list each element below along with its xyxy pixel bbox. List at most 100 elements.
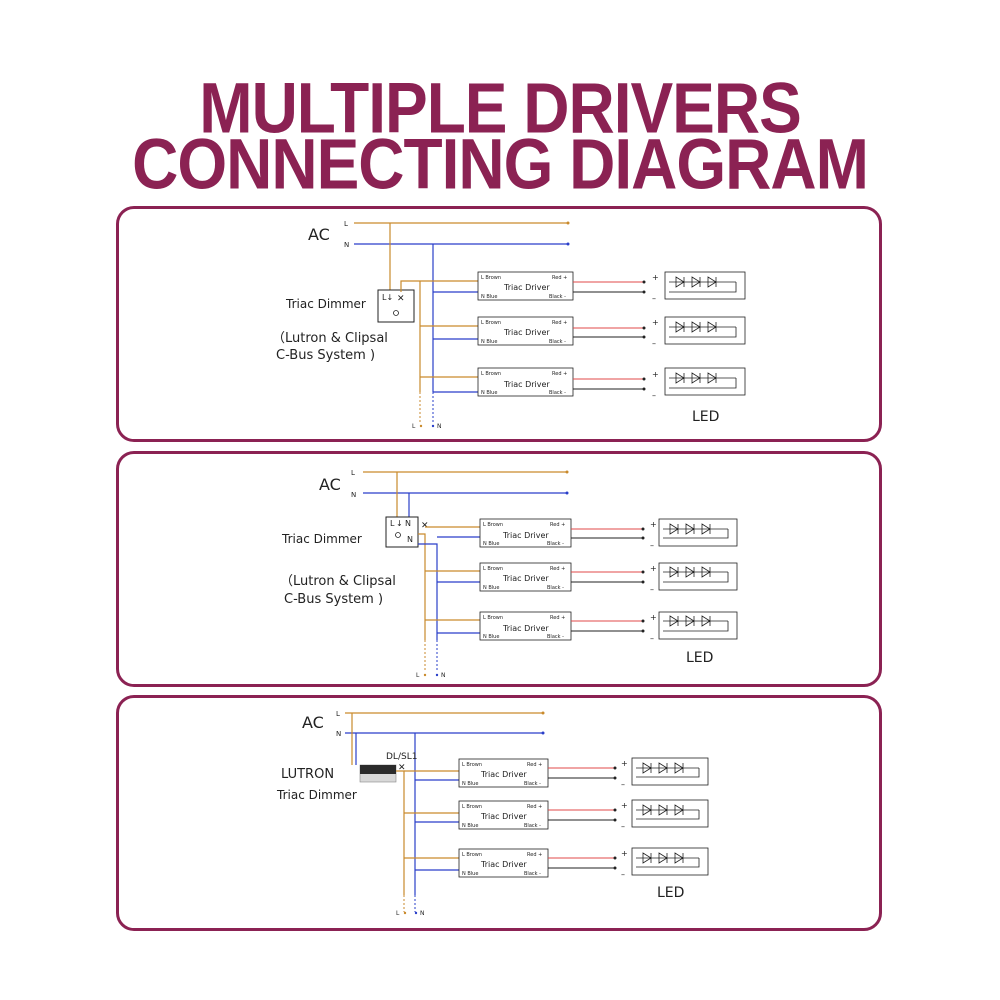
- svg-text:L↓: L↓: [382, 293, 393, 302]
- ac-label: AC: [302, 713, 324, 732]
- svg-text:Black -: Black -: [524, 871, 541, 877]
- driver-row: L Brown N Blue Triac Driver Red + Black …: [477, 316, 746, 348]
- svg-text:Red +: Red +: [550, 522, 565, 528]
- triac-driver-label: Triac Driver: [502, 574, 549, 583]
- triac-driver-box: [479, 518, 572, 548]
- svg-text:Black -: Black -: [549, 339, 566, 345]
- triac-driver-box: [477, 367, 574, 397]
- triac-driver-label: Triac Driver: [480, 770, 527, 779]
- triac-driver-box: [458, 800, 549, 830]
- svg-text:L Brown: L Brown: [481, 371, 501, 377]
- driver-row: L Brown N Blue Triac Driver Red + Black …: [477, 271, 746, 303]
- triac-driver-box: [479, 611, 572, 641]
- led-module: [658, 611, 738, 640]
- svg-text:N Blue: N Blue: [483, 634, 499, 640]
- n-terminal-label: N: [437, 423, 442, 430]
- driver-row: L Brown N Blue Triac Driver Red + Black …: [458, 799, 709, 831]
- title-line-2: CONNECTING DIAGRAM: [132, 123, 869, 205]
- led-module: [658, 518, 738, 547]
- triac-driver-label: Triac Driver: [502, 624, 549, 633]
- ac-label: AC: [319, 475, 341, 494]
- svg-text:N Blue: N Blue: [481, 339, 497, 345]
- l-terminal-label: L: [412, 423, 416, 430]
- svg-text:N Blue: N Blue: [481, 294, 497, 300]
- svg-text:+: +: [621, 801, 628, 810]
- svg-text:Red +: Red +: [527, 852, 542, 858]
- led-diode-icon: [642, 804, 684, 816]
- triac-driver-box: [477, 316, 574, 346]
- triac-driver-label: Triac Driver: [502, 531, 549, 540]
- dimmer-label: Triac Dimmer: [285, 297, 366, 311]
- svg-text:Black -: Black -: [524, 823, 541, 829]
- svg-text:N Blue: N Blue: [462, 823, 478, 829]
- svg-text:Red +: Red +: [552, 320, 567, 326]
- l-label: L: [351, 469, 355, 477]
- svg-text:Black -: Black -: [549, 390, 566, 396]
- svg-text:–: –: [650, 585, 654, 594]
- svg-text:Red +: Red +: [527, 804, 542, 810]
- svg-text:Black -: Black -: [549, 294, 566, 300]
- triac-driver-label: Triac Driver: [503, 328, 550, 337]
- svg-text:L Brown: L Brown: [481, 320, 501, 326]
- lutron-brand-label: LUTRON: [281, 767, 334, 782]
- svg-text:N Blue: N Blue: [462, 871, 478, 877]
- svg-text:L Brown: L Brown: [483, 615, 503, 621]
- n-label: N: [344, 241, 349, 249]
- led-diode-icon: [675, 276, 717, 288]
- svg-text:Red +: Red +: [550, 566, 565, 572]
- driver-row: L Brown N Blue Triac Driver Red + Black …: [479, 611, 738, 643]
- triac-driver-box: [477, 271, 574, 301]
- triac-driver-label: Triac Driver: [480, 860, 527, 869]
- device-label: DL/SL1: [386, 752, 417, 762]
- led-module: [664, 316, 746, 345]
- driver-row: L Brown N Blue Triac Driver Red + Black …: [458, 757, 709, 789]
- svg-text:–: –: [650, 634, 654, 643]
- led-diode-icon: [669, 523, 711, 535]
- svg-text:Black -: Black -: [547, 634, 564, 640]
- dimmer-box: [385, 516, 419, 548]
- svg-text:Red +: Red +: [552, 371, 567, 377]
- svg-text:L: L: [390, 519, 395, 528]
- dimmer-knob-icon: ✕: [398, 763, 406, 773]
- svg-text:–: –: [652, 391, 656, 400]
- svg-text:Black -: Black -: [547, 585, 564, 591]
- svg-text:–: –: [621, 870, 625, 879]
- svg-text:N Blue: N Blue: [483, 585, 499, 591]
- svg-text:L Brown: L Brown: [483, 522, 503, 528]
- svg-text:+: +: [621, 849, 628, 858]
- n-label: N: [336, 730, 341, 738]
- system-label-line2: C-Bus System ): [276, 348, 375, 363]
- svg-text:Red +: Red +: [527, 762, 542, 768]
- svg-text:–: –: [652, 339, 656, 348]
- svg-text:–: –: [621, 780, 625, 789]
- led-module: [658, 562, 738, 591]
- diagram-panel-1: AC L N L↓ ✕ Triac Dimmer （Lutron & Clips…: [116, 206, 882, 442]
- led-module: [664, 367, 746, 396]
- dimmer-label: Triac Dimmer: [281, 532, 362, 546]
- triac-driver-label: Triac Driver: [503, 283, 550, 292]
- svg-text:↓: ↓: [396, 519, 403, 528]
- svg-text:–: –: [621, 822, 625, 831]
- led-diode-icon: [642, 852, 684, 864]
- driver-row: L Brown N Blue Triac Driver Red + Black …: [479, 562, 738, 594]
- n-terminal-label: N: [420, 910, 425, 917]
- dimmer-label: Triac Dimmer: [276, 788, 357, 802]
- svg-text:+: +: [650, 520, 657, 529]
- svg-text:+: +: [650, 564, 657, 573]
- svg-text:Black -: Black -: [547, 541, 564, 547]
- system-label-line2: C-Bus System ): [284, 592, 383, 607]
- driver-row: L Brown N Blue Triac Driver Red + Black …: [458, 847, 709, 879]
- ac-label: AC: [308, 225, 330, 244]
- title-line-1: MULTIPLE DRIVERS: [199, 67, 802, 149]
- triac-driver-box: [458, 848, 549, 878]
- svg-text:L Brown: L Brown: [462, 762, 482, 768]
- svg-text:N: N: [405, 519, 411, 528]
- led-label: LED: [692, 409, 719, 425]
- system-label-line1: （Lutron & Clipsal: [280, 574, 396, 589]
- l-terminal-label: L: [416, 672, 420, 679]
- svg-text:L Brown: L Brown: [483, 566, 503, 572]
- svg-text:+: +: [652, 370, 659, 379]
- led-label: LED: [686, 650, 713, 666]
- svg-text:Red +: Red +: [552, 275, 567, 281]
- svg-text:+: +: [652, 273, 659, 282]
